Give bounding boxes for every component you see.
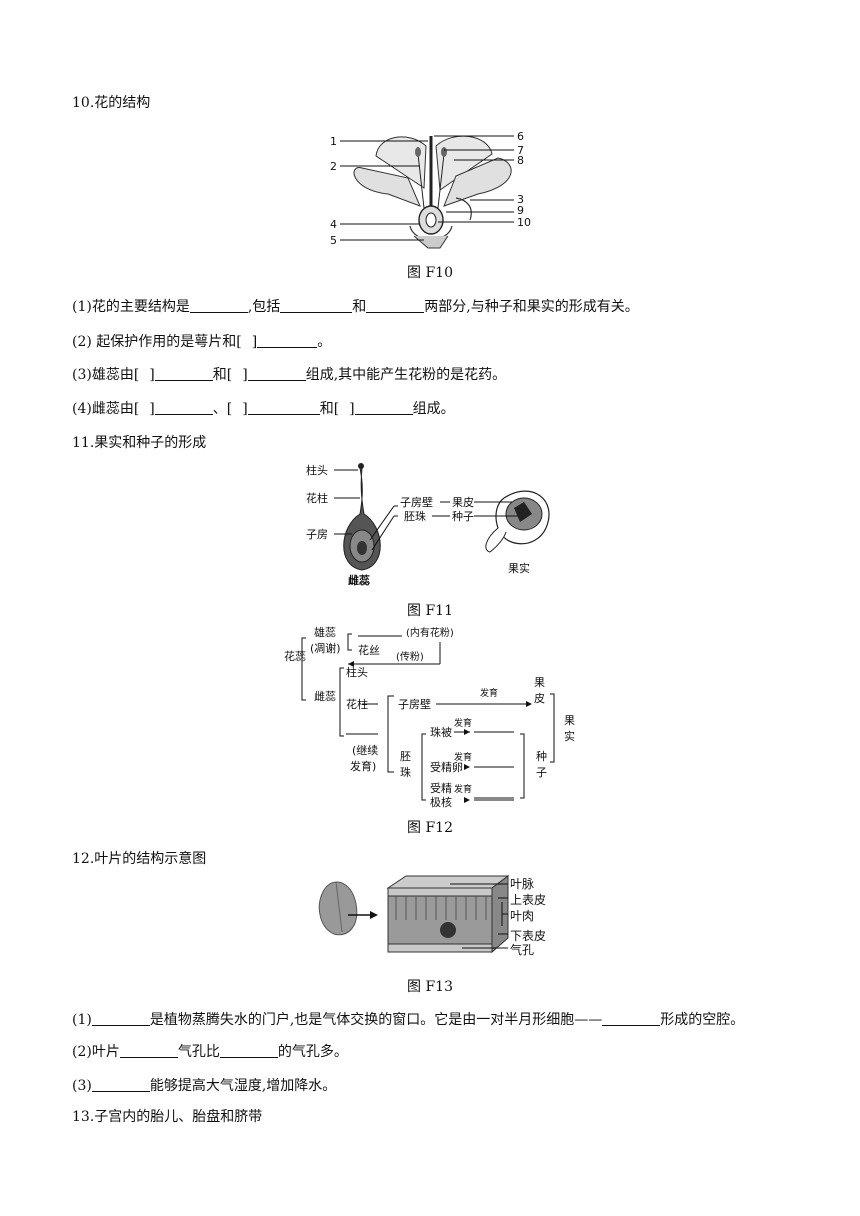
q10-title: 10.花的结构: [72, 95, 151, 111]
flow-pistil: 雌蕊: [314, 689, 336, 703]
flow-fruit-1: 果: [564, 714, 575, 727]
flower-label-10: 10: [517, 216, 531, 229]
answer-blank[interactable]: [91, 1011, 150, 1026]
flow-continue-1: (继续: [352, 743, 378, 757]
figure-caption-f13: 图 F13: [407, 979, 453, 995]
answer-blank[interactable]: [154, 366, 213, 381]
flow-style: 花柱: [346, 697, 368, 711]
leaf-label-upper-epidermis: 上表皮: [510, 893, 546, 907]
flow-continue-2: 发育): [350, 759, 376, 773]
q10-item-1: (1)花的主要结构是,包括和两部分,与种子和果实的形成有关。: [72, 298, 639, 315]
answer-blank[interactable]: [602, 1011, 661, 1026]
figure-caption-f12: 图 F12: [407, 820, 453, 836]
label-ovary: 子房: [306, 528, 328, 541]
flower-label-8: 8: [517, 154, 524, 167]
flower-structure-figure: 1 2 3 4 5 6 7 8 9 10: [330, 130, 531, 249]
q12-item-3: (3)能够提高大气湿度,增加降水。: [72, 1077, 337, 1094]
q12-title: 12.叶片的结构示意图: [72, 851, 207, 867]
flow-ovule-2: 珠: [400, 765, 411, 779]
flower-label-5: 5: [330, 234, 337, 247]
q10-item-4: (4)雌蕊由[]、[]和[]组成。: [72, 400, 455, 417]
q10-item-3: (3)雄蕊由[]和[]组成,其中能产生花粉的是花药。: [72, 366, 507, 383]
flow-pericarp-2: 皮: [534, 692, 545, 705]
q10-item-2: (2) 起保护作用的是萼片和[]。: [72, 333, 332, 350]
leaf-structure-figure: 叶脉 上表皮 叶肉 下表皮 气孔: [318, 875, 546, 957]
label-seed: 种子: [452, 509, 474, 523]
flow-develop-3: 发育: [454, 751, 472, 763]
label-stigma: 柱头: [306, 463, 328, 477]
flower-label-6: 6: [517, 130, 524, 143]
flow-fertilized-polar-2: 极核: [430, 795, 452, 809]
figure-caption-f11: 图 F11: [407, 603, 453, 619]
flow-develop-2: 发育: [454, 717, 472, 729]
flow-pollen: (内有花粉): [406, 626, 454, 639]
answer-blank[interactable]: [247, 366, 306, 381]
answer-blank[interactable]: [219, 1043, 278, 1058]
flow-ovary-wall: 子房壁: [398, 697, 431, 711]
answer-blank[interactable]: [354, 400, 413, 415]
flow-pollination: (传粉): [396, 650, 424, 663]
label-style: 花柱: [306, 491, 328, 505]
label-pistil: 雌蕊: [348, 573, 370, 587]
flow-wither: (凋谢): [310, 641, 341, 655]
answer-blank[interactable]: [119, 1043, 178, 1058]
fruit-formation-flowchart: 花蕊 雄蕊 (凋谢) (内有花粉) 花丝 (传粉) 雌蕊 柱头 花柱 (继续 发…: [284, 625, 575, 809]
flower-label-4: 4: [330, 218, 337, 231]
flower-label-3: 3: [517, 193, 524, 206]
flow-seed-1: 种: [536, 749, 547, 763]
answer-blank[interactable]: [154, 400, 213, 415]
figure-caption-f10: 图 F10: [407, 265, 453, 281]
leaf-label-mesophyll: 叶肉: [510, 909, 534, 923]
flower-label-2: 2: [330, 160, 337, 173]
flow-fruit-2: 实: [564, 729, 575, 743]
leaf-label-stoma: 气孔: [510, 942, 534, 957]
flower-label-9: 9: [517, 204, 524, 217]
label-fruit: 果实: [508, 561, 530, 575]
flow-develop-4: 发育: [454, 783, 472, 795]
flow-fertilized-egg: 受精卵: [430, 761, 463, 774]
q13-title: 13.子宫内的胎儿、胎盘和脐带: [72, 1109, 263, 1125]
flow-stigma: 柱头: [346, 665, 368, 679]
answer-blank[interactable]: [91, 1077, 150, 1092]
leaf-label-lower-epidermis: 下表皮: [510, 929, 546, 943]
flow-develop-1: 发育: [480, 687, 498, 699]
flow-seed-2: 子: [536, 766, 547, 779]
fruit-seed-figure: 柱头 花柱 子房 雌蕊 子房壁 胚珠 果皮 种子 果实: [306, 463, 550, 587]
label-pericarp: 果皮: [452, 496, 474, 509]
flower-label-7: 7: [517, 144, 524, 157]
answer-blank[interactable]: [257, 333, 318, 348]
flow-stamen: 雄蕊: [314, 625, 336, 639]
answer-blank[interactable]: [366, 298, 425, 313]
flow-flower-1: 花蕊: [284, 650, 306, 663]
flow-filament: 花丝: [358, 644, 380, 657]
answer-blank[interactable]: [189, 298, 248, 313]
label-ovary-wall: 子房壁: [400, 495, 433, 509]
flow-pericarp-1: 果: [534, 676, 545, 689]
answer-blank[interactable]: [280, 298, 353, 313]
q12-item-2: (2)叶片气孔比的气孔多。: [72, 1043, 348, 1060]
q11-title: 11.果实和种子的形成: [72, 435, 207, 451]
answer-blank[interactable]: [247, 400, 320, 415]
flow-fertilized-polar-1: 受精: [430, 782, 452, 795]
q12-item-1: (1)是植物蒸腾失水的门户,也是气体交换的窗口。它是由一对半月形细胞——形成的空…: [72, 1011, 745, 1028]
leaf-label-vein: 叶脉: [510, 876, 534, 891]
flow-integument: 珠被: [430, 725, 452, 739]
flower-label-1: 1: [330, 135, 337, 148]
label-ovule: 胚珠: [404, 509, 426, 523]
flow-ovule-1: 胚: [400, 750, 411, 763]
